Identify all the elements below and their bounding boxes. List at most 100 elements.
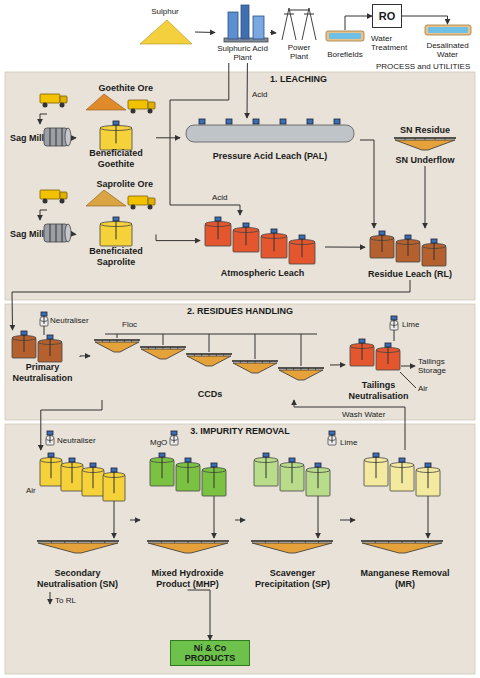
truck-cab [148,198,155,205]
flow-connector [12,280,410,330]
thickener-rake [255,361,256,363]
thickener-rake [109,340,110,342]
flow-connector [80,356,90,357]
edge-label: Acid [252,90,268,99]
agitator-motor [405,235,411,239]
area-label: PROCESS and UTILITIES [376,62,470,71]
agitator-shaft [382,235,383,252]
reagent-line [394,330,395,341]
thickener-rake [201,354,202,356]
band-ground [5,424,475,674]
reagent-label: Lime [340,438,357,447]
mill-ring [56,224,57,242]
truck-body [40,190,60,199]
mill-ring [62,128,63,146]
sulphur-heap [140,20,192,44]
agitator-motor [334,119,340,124]
agitator-shaft [246,227,247,245]
thickener-rake [177,347,178,349]
reagent-label: Neutraliser [50,316,89,325]
thickener-rake [428,541,429,543]
thickener-rake [375,541,376,543]
destination-label: Tailings Storage [418,357,474,375]
thickener-rake [163,347,164,349]
thickener-cone [362,543,442,553]
floc-drop [301,334,302,366]
floc-header [105,334,317,335]
agitator-shaft [318,467,319,488]
flow-connector [156,235,200,241]
flow-connector [247,63,248,118]
pylon-arm [304,14,314,15]
flow-connector [360,140,374,228]
agitator-shaft [72,462,73,483]
thickener-rake [292,541,293,543]
flow-connector [340,520,355,521]
thickener-rake [278,541,279,543]
thickener-cone [187,356,231,366]
flow-connector [425,166,426,228]
product-box: Ni & Co PRODUCTS [170,640,250,666]
mill-drum [44,128,68,146]
reagent-label: MgO [150,438,167,447]
flow-connector [345,16,372,30]
truck-wheel [43,199,48,204]
band-ground [5,72,475,300]
agitator-shaft [434,243,435,260]
node-label: Pressure Acid Leach (PAL) [182,151,358,161]
agitator-motor [111,468,117,472]
thickener-rake [262,361,263,363]
agitator-motor [299,235,305,239]
agitator-motor [185,458,191,462]
thickener: SN ResidueSN Underflow [385,124,465,166]
agitator-shaft [274,233,275,251]
feed-line [428,496,429,538]
reagent-label: Air [26,486,36,495]
agitator-motor [329,431,335,435]
thickener-rake [286,368,287,370]
acid-plant: Sulphuric Acid Plant [215,2,270,63]
agitator-motor [307,119,313,124]
truck-wheel [131,109,136,114]
node-label: CCDs [92,389,328,399]
thickener-rake [104,541,105,543]
thickener-rake [201,541,202,543]
node-label: Atmospheric Leach [202,268,323,278]
pond-water [428,27,468,33]
mill-ring [62,224,63,242]
flow-connector [402,16,448,24]
flow-connector [130,520,140,521]
flow-connector [41,400,102,450]
flow-connector [72,137,76,138]
thickener-cone [95,342,139,352]
edge-label: Wash Water [342,410,385,419]
flow-connector [72,234,76,236]
thickener-rake [435,138,436,140]
thickener-rake [124,340,125,342]
agitator-motor [47,335,53,339]
thickener-rake [51,541,52,543]
borefield-pond: Borefields [322,30,368,60]
agitator-motor [215,217,221,221]
agitator-motor [399,458,405,462]
neutralisation-tanks: Tailings Neutralisation [345,340,412,402]
truck-wheel [131,205,136,210]
desalinated-water-pond: Desalinated Water [420,24,475,60]
flow-connector [40,210,47,220]
thickener-rake [415,541,416,543]
sag-mill: Sag Mill [8,124,72,152]
agitator-shaft [116,125,117,143]
agitator-motor [253,119,259,124]
agitator-shaft [188,462,189,483]
node-label: Primary Neutralisation [7,362,78,383]
band-ground [5,304,475,420]
flow-connector [235,520,245,521]
thickener-rake [117,340,118,342]
agitator-shaft [376,457,377,478]
thickener-cone [233,363,277,373]
mill-ring [50,224,51,242]
thickener-rake [214,541,215,543]
ccd-thickeners: CCDs [90,330,330,400]
node-label: Ni & Co PRODUCTS [173,643,247,664]
thickener-rake [102,340,103,342]
